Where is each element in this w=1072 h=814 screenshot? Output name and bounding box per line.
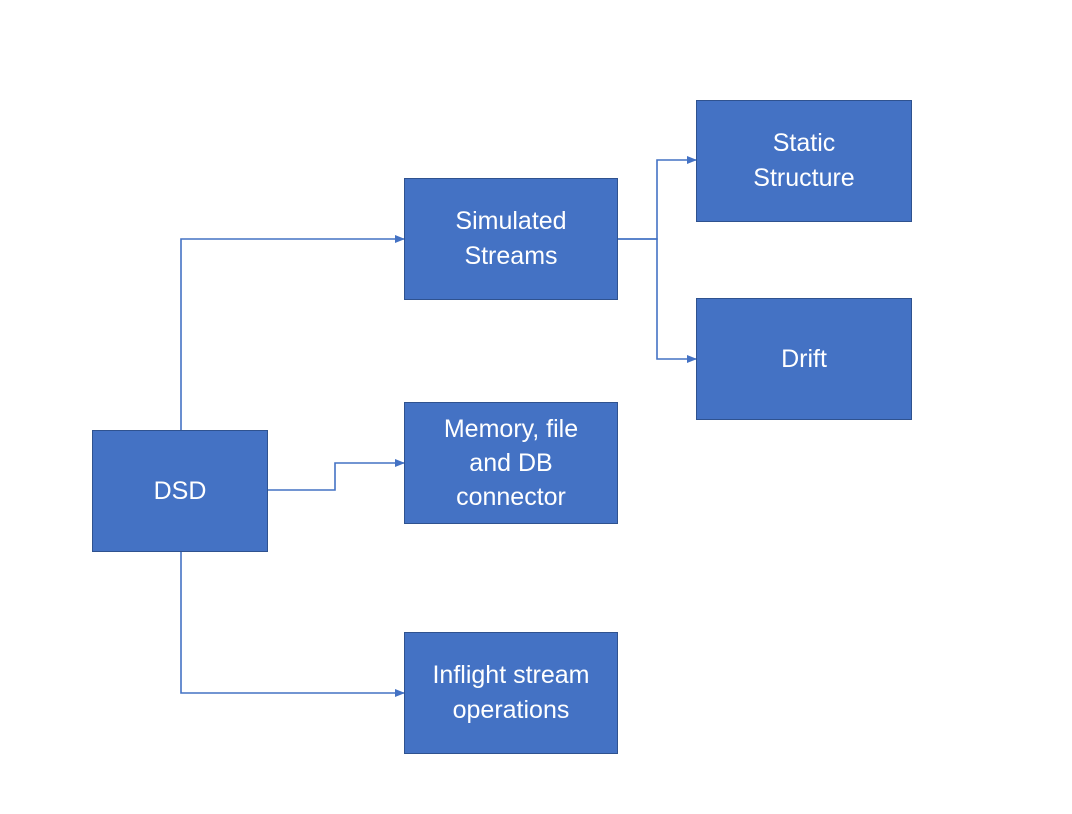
memory-connector-label: Memory, file and DB connector [443,415,579,511]
edge-dsd-to-simulated-streams [180,235,405,430]
static-structure-label: Static Structure [753,129,855,192]
edge-simulated-to-static-structure [618,156,697,240]
drift-node: Drift [696,298,912,420]
simulated-streams-label: Simulated Streams [455,207,567,270]
simulated-streams-node: Simulated Streams [404,178,618,300]
memory-connector-node: Memory, file and DB connector [404,402,618,524]
drift-label: Drift [781,344,827,373]
inflight-ops-node: Inflight stream operations [404,632,618,754]
dsd-node: DSD [92,430,268,552]
static-structure-node: Static Structure [696,100,912,222]
edge-dsd-to-inflight-ops [180,552,405,697]
edge-dsd-to-memory-connector [268,459,405,491]
inflight-ops-label: Inflight stream operations [432,661,590,724]
dsd-label: DSD [153,476,207,505]
edge-simulated-to-drift [618,238,697,363]
